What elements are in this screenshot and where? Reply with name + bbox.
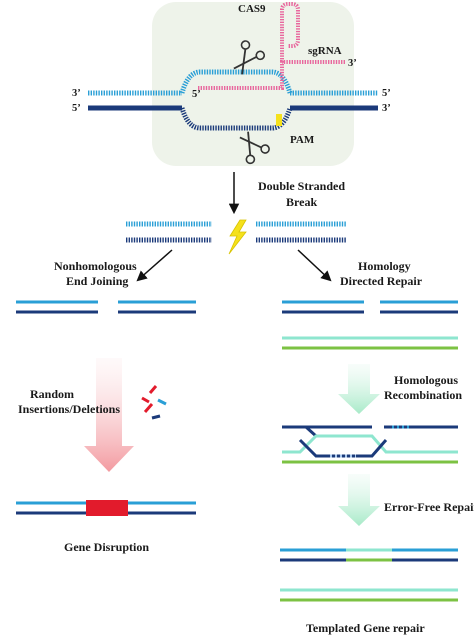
dsb-label-line1: Double Stranded [258,179,345,193]
cas9-complex: 3’ 5’ 5’ 3’ 5’ 3’ CAS9 sgRNA PAM [72,2,391,166]
end-5-bottom-left: 5’ [72,103,81,114]
error-free-label: Error-Free Repair [384,500,474,514]
arrow-icon [297,249,332,282]
end-3-rna: 3’ [348,58,357,69]
target-dna [88,69,378,131]
sgrna-strand [198,2,346,90]
insertion-site [86,500,128,516]
end-3-bottom-right: 3’ [382,103,391,114]
nhej-label-line2: End Joining [66,274,128,288]
pam-site [276,114,282,126]
hdr-label-line2: Directed Repair [340,274,423,288]
dsb-label-line2: Break [286,195,317,209]
sgrna-label: sgRNA [308,45,342,57]
nhej-label-line1: Nonhomologous [54,259,137,273]
templated-label: Templated Gene repair [306,621,425,635]
cas9-background [152,2,354,166]
lightning-bolt-icon [228,219,247,255]
scissors-icon [233,40,266,75]
end-3-top-left: 3’ [72,88,81,99]
end-5-rna: 5’ [192,89,201,100]
arrow-icon [136,249,173,282]
cas9-label: CAS9 [238,3,266,15]
arrow-icon [84,358,134,472]
arrow-icon [338,364,380,414]
random-label-line1: Random [30,387,74,401]
pam-label: PAM [290,134,315,146]
arrow-icon [338,474,380,526]
double-strand-break: Double Stranded Break [126,172,346,255]
hdr-label-line1: Homology [358,259,411,273]
homrec-label-line2: Recombination [384,388,462,402]
nhej-branch: Random Insertions/Deletions Gene Disrupt… [16,300,196,554]
random-label-line2: Insertions/Deletions [18,402,120,416]
indel-fragments [141,385,167,420]
hdr-branch: Homologous Recombination Error-Free Repa… [280,300,474,635]
homrec-label-line1: Homologous [394,373,458,387]
gene-disruption-label: Gene Disruption [64,540,149,554]
scissors-icon [239,131,270,165]
recombination-structure [282,425,458,464]
end-5-top-right: 5’ [382,88,391,99]
